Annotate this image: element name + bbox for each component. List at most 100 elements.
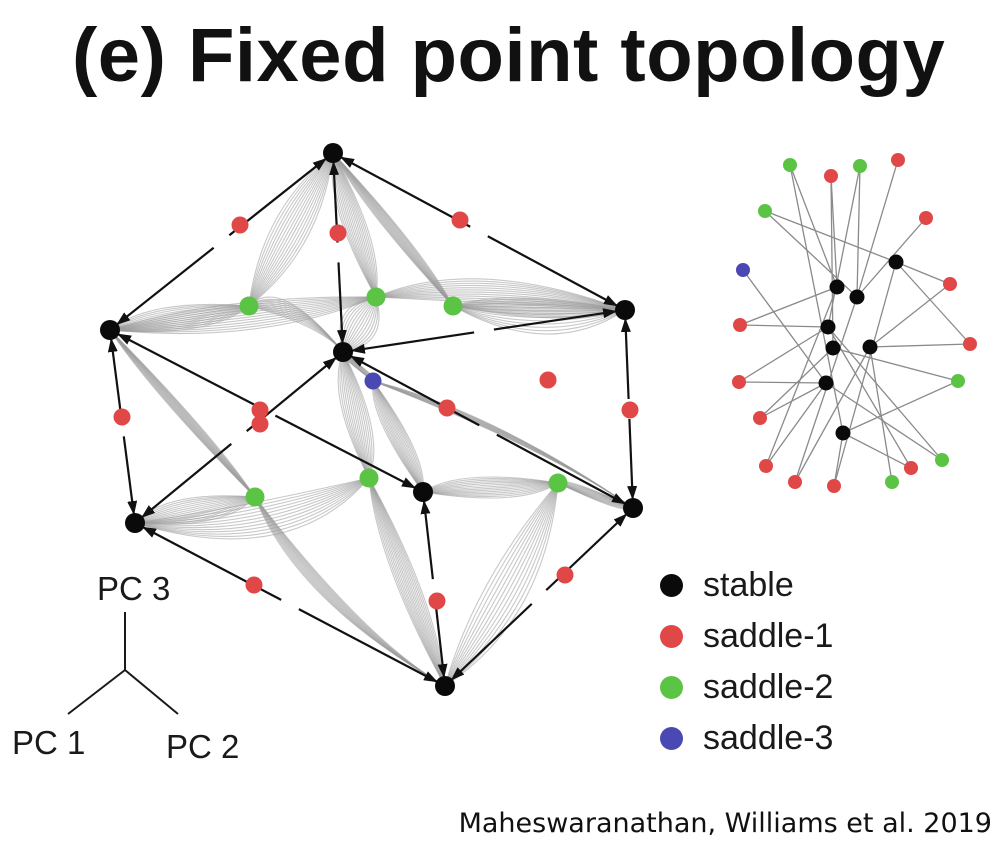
trajectory-line — [248, 152, 334, 307]
saddle-2-node — [443, 296, 463, 316]
graph-edge — [738, 326, 829, 383]
saddle-1-node — [556, 566, 574, 584]
trajectory-line — [444, 482, 559, 687]
trajectory-line — [134, 496, 256, 524]
trajectory-line — [134, 477, 370, 533]
graph-edge — [742, 269, 827, 384]
trajectory-line — [422, 482, 559, 499]
trajectory-line — [342, 351, 373, 479]
trajectory-line — [444, 482, 559, 687]
legend-label: stable — [703, 566, 794, 604]
stable-node — [413, 482, 433, 502]
trajectory-line — [444, 482, 559, 687]
trajectory-line — [422, 482, 559, 494]
edge-arrow — [336, 262, 347, 345]
graph-saddle-1-node — [891, 153, 905, 167]
legend-label: saddle-1 — [703, 617, 834, 655]
trajectory-line — [368, 477, 446, 687]
graph-edge — [830, 175, 838, 288]
stable-node — [435, 676, 455, 696]
graph-edge — [789, 164, 838, 288]
trajectory-line — [444, 482, 559, 687]
graph-saddle-1-node — [904, 461, 918, 475]
figure-title: (e) Fixed point topology — [72, 13, 946, 98]
trajectory-line — [134, 477, 370, 524]
trajectory-line — [109, 296, 377, 331]
trajectory-line — [342, 351, 370, 479]
trajectory-line — [422, 480, 559, 493]
trajectory-line — [248, 152, 334, 307]
trajectory-line — [375, 278, 626, 311]
graph-edge — [856, 159, 899, 298]
graph-edge — [869, 343, 971, 348]
edge-arrow — [620, 317, 631, 400]
stable-dot-icon — [660, 574, 683, 597]
saddle-1-node — [251, 415, 269, 433]
trajectory-line — [248, 152, 334, 307]
graph-edge — [856, 165, 861, 298]
graph-saddle-2-node — [758, 204, 772, 218]
edge-arrow — [298, 608, 438, 683]
graph-saddle-1-node — [827, 479, 841, 493]
trajectory-line — [342, 351, 370, 479]
saddle-1-node — [621, 401, 639, 419]
graph-saddle-2-node — [935, 453, 949, 467]
saddle-1-node — [231, 216, 249, 234]
trajectory-line — [452, 305, 626, 312]
graph-edge — [895, 261, 951, 285]
trajectory-line — [368, 477, 446, 687]
cube-edges — [107, 156, 638, 683]
trajectory-line — [248, 152, 334, 307]
trajectory-line — [342, 351, 370, 479]
graph-stable-node — [862, 339, 878, 355]
trajectory-line — [109, 296, 377, 331]
pc1-label: PC 1 — [12, 724, 86, 761]
trajectory-line — [452, 305, 626, 335]
pc-axes-lines — [67, 612, 179, 715]
trajectory-line — [134, 496, 256, 524]
edge-arrow — [350, 331, 475, 354]
citation: Maheswaranathan, Williams et al. 2019 — [458, 808, 992, 839]
graph-edge — [827, 165, 861, 328]
pc3-label: PC 3 — [97, 570, 171, 607]
trajectory-line — [134, 496, 256, 524]
trajectory-line — [342, 351, 370, 479]
legend-label: saddle-2 — [703, 668, 834, 706]
graph-edge — [764, 210, 897, 263]
graph-saddle-1-node — [753, 411, 767, 425]
trajectory-line — [375, 296, 626, 311]
graph-saddle-2-node — [783, 158, 797, 172]
legend-label: saddle-3 — [703, 719, 834, 757]
trajectory-line — [372, 380, 424, 493]
saddle-2-node — [359, 468, 379, 488]
graph-stable-node — [829, 279, 845, 295]
trajectory-line — [248, 152, 334, 307]
trajectory-line — [134, 477, 370, 524]
stable-node — [125, 513, 145, 533]
network-graph-edges — [738, 159, 971, 487]
trajectory-line — [368, 477, 446, 687]
legend: stable saddle-1 saddle-2 saddle-3 — [660, 560, 833, 764]
graph-stable-node — [835, 425, 851, 441]
trajectory-line — [444, 482, 559, 687]
trajectory-line — [248, 152, 334, 307]
legend-item-saddle-2: saddle-2 — [660, 662, 833, 713]
trajectory-line — [109, 296, 377, 333]
trajectory-line — [368, 477, 446, 687]
trajectory-line — [342, 351, 375, 479]
graph-stable-node — [818, 375, 834, 391]
graph-edge — [738, 381, 827, 384]
trajectory-line — [368, 477, 446, 687]
graph-saddle-1-node — [759, 459, 773, 473]
trajectory-line — [422, 482, 559, 493]
trajectory-line — [422, 481, 559, 493]
graph-saddle-2-node — [853, 159, 867, 173]
trajectory-line — [368, 477, 446, 687]
trajectory-line — [342, 351, 371, 479]
trajectory-line — [368, 477, 446, 687]
saddle-1-node — [329, 224, 347, 242]
trajectory-line — [248, 152, 334, 307]
trajectory-line — [332, 152, 377, 298]
trajectory-line — [375, 280, 626, 311]
trajectory-line — [134, 477, 370, 540]
